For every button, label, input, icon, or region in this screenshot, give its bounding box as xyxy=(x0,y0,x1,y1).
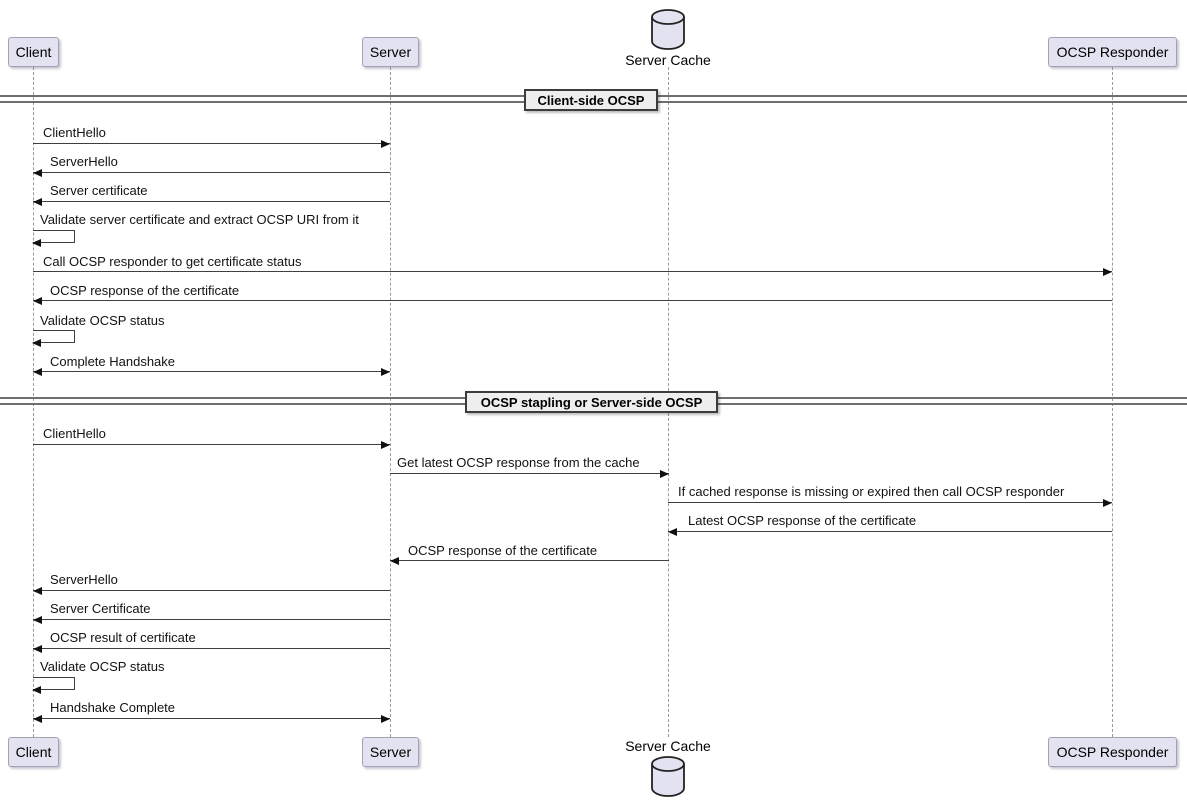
message-arrow xyxy=(390,470,669,478)
message-label: Call OCSP responder to get certificate s… xyxy=(43,254,302,269)
lifeline-responder xyxy=(1112,67,1113,737)
database-icon-bottom xyxy=(651,756,685,797)
participant-server-top: Server xyxy=(362,37,419,67)
message-label: Validate OCSP status xyxy=(40,313,165,328)
message-arrow xyxy=(33,198,390,206)
message-label: Complete Handshake xyxy=(50,354,176,369)
participant-cache-label-top: Server Cache xyxy=(625,52,711,68)
message-arrow xyxy=(33,645,390,653)
message-label: ServerHello xyxy=(50,572,118,587)
message-arrow xyxy=(33,297,1112,305)
message-label: OCSP response of the certificate xyxy=(50,283,240,298)
divider-client-side-ocsp: Client-side OCSP xyxy=(524,89,658,111)
participant-client-bottom: Client xyxy=(8,737,59,767)
message-arrow xyxy=(668,499,1112,507)
lifeline-server xyxy=(390,67,391,737)
message-arrow xyxy=(33,616,390,624)
message-label: If cached response is missing or expired… xyxy=(678,484,1065,499)
message-arrow xyxy=(668,528,1112,536)
participant-responder-top: OCSP Responder xyxy=(1048,37,1177,67)
lifeline-client xyxy=(33,67,34,737)
message-label: Server Certificate xyxy=(50,601,151,616)
message-arrow xyxy=(33,169,390,177)
message-arrow xyxy=(33,368,390,376)
participant-client-top: Client xyxy=(8,37,59,67)
message-label: Server certificate xyxy=(50,183,148,198)
message-arrow xyxy=(33,587,390,595)
message-label: ClientHello xyxy=(43,426,106,441)
message-label: Handshake Complete xyxy=(50,700,176,715)
message-label: OCSP response of the certificate xyxy=(408,543,598,558)
self-message-arrow xyxy=(32,330,75,347)
message-arrow xyxy=(33,140,390,148)
participant-responder-bottom: OCSP Responder xyxy=(1048,737,1177,767)
message-arrow xyxy=(390,557,669,565)
message-label: ServerHello xyxy=(50,154,118,169)
message-label: Validate server certificate and extract … xyxy=(40,212,359,227)
message-label: Latest OCSP response of the certificate xyxy=(688,513,917,528)
message-label: Get latest OCSP response from the cache xyxy=(397,455,640,470)
message-label: ClientHello xyxy=(43,125,106,140)
participant-server-bottom: Server xyxy=(362,737,419,767)
self-message-arrow xyxy=(32,677,75,694)
divider-ocsp-stapling: OCSP stapling or Server-side OCSP xyxy=(465,391,718,413)
message-label: Validate OCSP status xyxy=(40,659,165,674)
message-arrow xyxy=(33,268,1112,276)
message-label: OCSP result of certificate xyxy=(50,630,196,645)
participant-cache-label-bottom: Server Cache xyxy=(625,738,711,754)
database-icon-top xyxy=(651,9,685,50)
self-message-arrow xyxy=(32,230,75,247)
message-arrow xyxy=(33,441,390,449)
message-arrow xyxy=(33,715,390,723)
